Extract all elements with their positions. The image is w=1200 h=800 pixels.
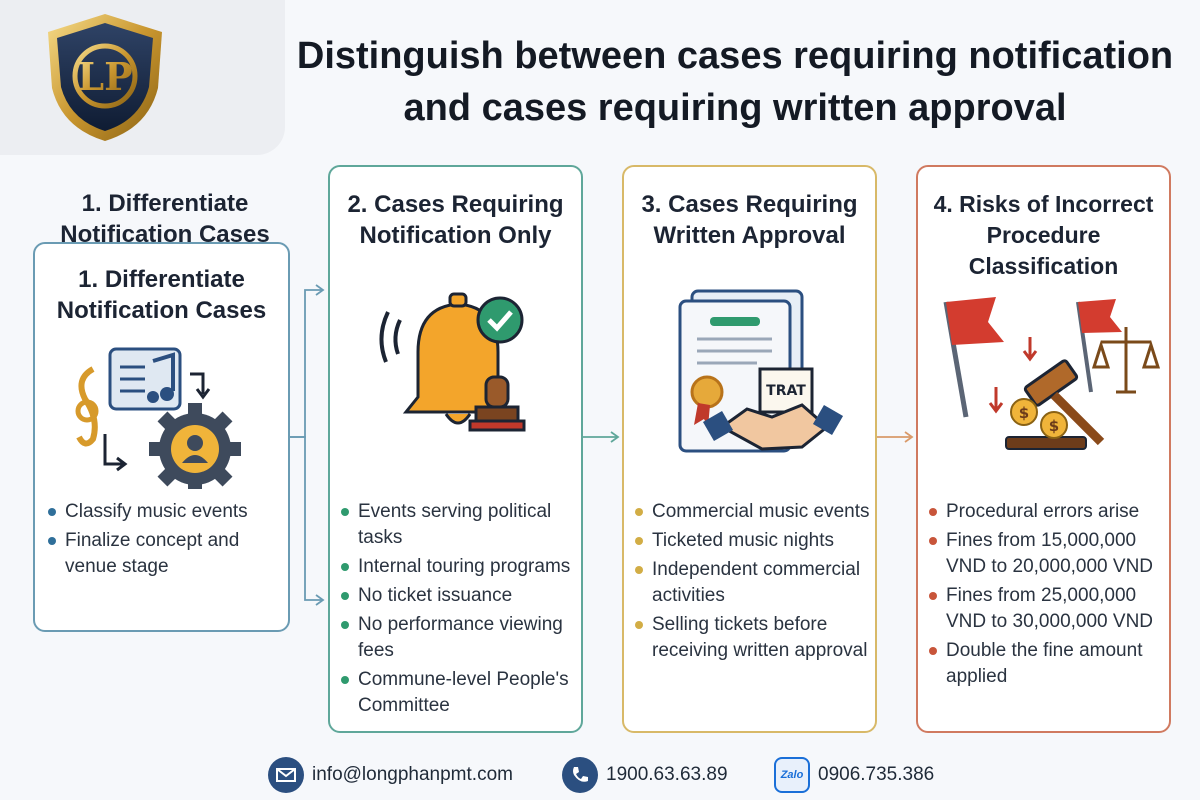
coin-symbol: $ (1049, 417, 1059, 435)
card-3-title-line2: Written Approval (653, 222, 846, 249)
card-2-bullets: Events serving political tasks Internal … (338, 499, 583, 722)
music-note-gear-icon (75, 347, 241, 489)
list-item: No performance viewing fees (338, 612, 583, 664)
zalo-contact[interactable]: Zalo 0906.735.386 (774, 755, 934, 795)
card-written-approval: 3. Cases Requiring Written Approval TRAT… (622, 165, 877, 733)
card-1-title-line2: Notification Cases (56, 297, 267, 324)
column-1-header-line1: 1. Differentiate (81, 190, 249, 217)
list-item: Fines from 15,000,000 VND to 20,000,000 … (926, 528, 1171, 580)
phone-text: 1900.63.63.89 (606, 764, 728, 785)
card-2-title: 2. Cases Requiring Notification Only (330, 189, 581, 251)
page-title-line1: Distinguish between cases requiring noti… (296, 35, 1174, 77)
mail-icon (268, 757, 304, 793)
card-1-title: 1. Differentiate Notification Cases (35, 264, 288, 326)
list-item: Commercial music events (632, 499, 877, 525)
list-item: Ticketed music nights (632, 528, 877, 554)
contact-footer: info@longphanpmt.com 1900.63.63.89 Zalo … (0, 755, 1200, 797)
logo-monogram: LP (77, 54, 132, 99)
card-4-title-line1: 4. Risks of Incorrect (933, 191, 1154, 217)
zalo-text: 0906.735.386 (818, 764, 935, 785)
phone-icon (562, 757, 598, 793)
card-2-title-line1: 2. Cases Requiring (347, 191, 564, 218)
logo-panel: LP (0, 0, 285, 155)
card-1-bullets: Classify music events Finalize concept a… (45, 499, 285, 583)
card-notification-only: 2. Cases Requiring Notification Only Eve… (328, 165, 583, 733)
list-item: Events serving political tasks (338, 499, 583, 551)
card-risks: 4. Risks of Incorrect Procedure Classifi… (916, 165, 1171, 733)
list-item: Fines from 25,000,000 VND to 30,000,000 … (926, 583, 1171, 635)
document-handshake-icon: TRAT (678, 289, 844, 453)
shield-logo-icon: LP (48, 14, 162, 141)
list-item: Commune-level People's Committee (338, 667, 583, 719)
card-4-bullets: Procedural errors arise Fines from 15,00… (926, 499, 1171, 693)
card-4-title: 4. Risks of Incorrect Procedure Classifi… (918, 189, 1169, 282)
card-4-title-line2: Procedure Classification (968, 222, 1119, 279)
coin-symbol: $ (1019, 404, 1029, 422)
list-item: Double the fine amount applied (926, 638, 1171, 690)
list-item: Independent commercial activities (632, 557, 877, 609)
bell-check-stamp-icon (379, 292, 526, 432)
email-text: info@longphanpmt.com (312, 764, 513, 785)
card-2-title-line2: Notification Only (359, 222, 552, 249)
list-item: Procedural errors arise (926, 499, 1171, 525)
zalo-icon: Zalo (774, 757, 810, 793)
document-label: TRAT (766, 383, 806, 399)
phone-contact[interactable]: 1900.63.63.89 (562, 755, 728, 795)
card-differentiate: 1. Differentiate Notification Cases (33, 242, 290, 632)
list-item: Finalize concept and venue stage (45, 528, 285, 580)
page-title: Distinguish between cases requiring noti… (295, 30, 1175, 134)
list-item: Classify music events (45, 499, 285, 525)
card-3-title-line1: 3. Cases Requiring (641, 191, 858, 218)
page-title-line2: and cases requiring written approval (403, 87, 1067, 129)
list-item: Selling tickets before receiving written… (632, 612, 877, 664)
email-contact[interactable]: info@longphanpmt.com (268, 755, 513, 795)
list-item: Internal touring programs (338, 554, 583, 580)
card-3-title: 3. Cases Requiring Written Approval (624, 189, 875, 251)
card-3-bullets: Commercial music events Ticketed music n… (632, 499, 877, 667)
card-1-title-line1: 1. Differentiate (78, 266, 245, 293)
flags-gavel-scales-icon: $ $ (943, 297, 1161, 450)
list-item: No ticket issuance (338, 583, 583, 609)
